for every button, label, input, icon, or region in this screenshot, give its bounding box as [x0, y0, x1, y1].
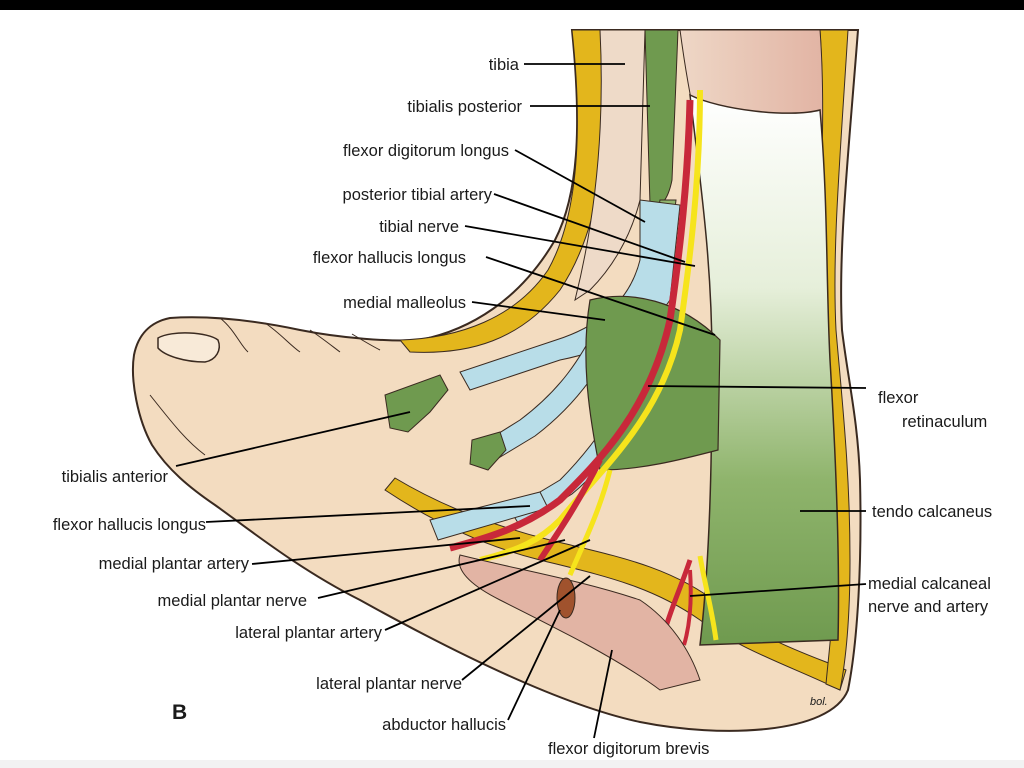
- label-medial-malleolus: medial malleolus: [343, 294, 466, 312]
- label-flexor-digitorum-longus: flexor digitorum longus: [343, 142, 509, 160]
- leader-lines: [175, 63, 867, 739]
- label-tibia: tibia: [489, 56, 520, 74]
- artist-signature: bol.: [810, 696, 828, 708]
- cut-tendon: [556, 577, 576, 619]
- labels: tibia tibialis posterior flexor digitoru…: [53, 56, 996, 758]
- panel-letter: B: [172, 701, 187, 724]
- label-medial-plantar-artery: medial plantar artery: [99, 555, 250, 573]
- toes: [149, 317, 381, 456]
- anatomy-drawing: [131, 29, 862, 732]
- tibial-nerve-path: [479, 89, 703, 563]
- tibia-shaft: [574, 29, 646, 302]
- big-toe-nail: [157, 332, 220, 363]
- label-tibialis-anterior: tibialis anterior: [62, 468, 169, 486]
- label-tendo-calcaneus: tendo calcaneus: [872, 503, 992, 521]
- label-lateral-plantar-artery: lateral plantar artery: [235, 624, 382, 642]
- label-medial-calcaneal-nerve-artery: medial calcaneal nerve and artery: [868, 575, 996, 616]
- label-flexor-digitorum-brevis: flexor digitorum brevis: [548, 740, 709, 758]
- label-flexor-retinaculum: flexor retinaculum: [878, 389, 987, 431]
- tibialis-anterior-tendon: [384, 374, 449, 433]
- bottom-bar: [0, 760, 1024, 768]
- label-medial-plantar-nerve: medial plantar nerve: [158, 592, 308, 610]
- flexor-retinaculum-band: [585, 295, 721, 471]
- label-flexor-hallucis-longus-upper: flexor hallucis longus: [313, 249, 466, 267]
- posterior-tibial-artery-path: [449, 99, 694, 552]
- tendo-calcaneus-shape: [689, 93, 840, 646]
- label-abductor-hallucis: abductor hallucis: [382, 716, 506, 734]
- label-tibialis-posterior: tibialis posterior: [407, 98, 522, 116]
- label-flexor-hallucis-longus-lower: flexor hallucis longus: [53, 516, 206, 534]
- top-black-bar: [0, 0, 1024, 10]
- label-tibial-nerve: tibial nerve: [379, 218, 459, 236]
- label-lateral-plantar-nerve: lateral plantar nerve: [316, 675, 462, 693]
- label-posterior-tibial-artery: posterior tibial artery: [343, 186, 493, 204]
